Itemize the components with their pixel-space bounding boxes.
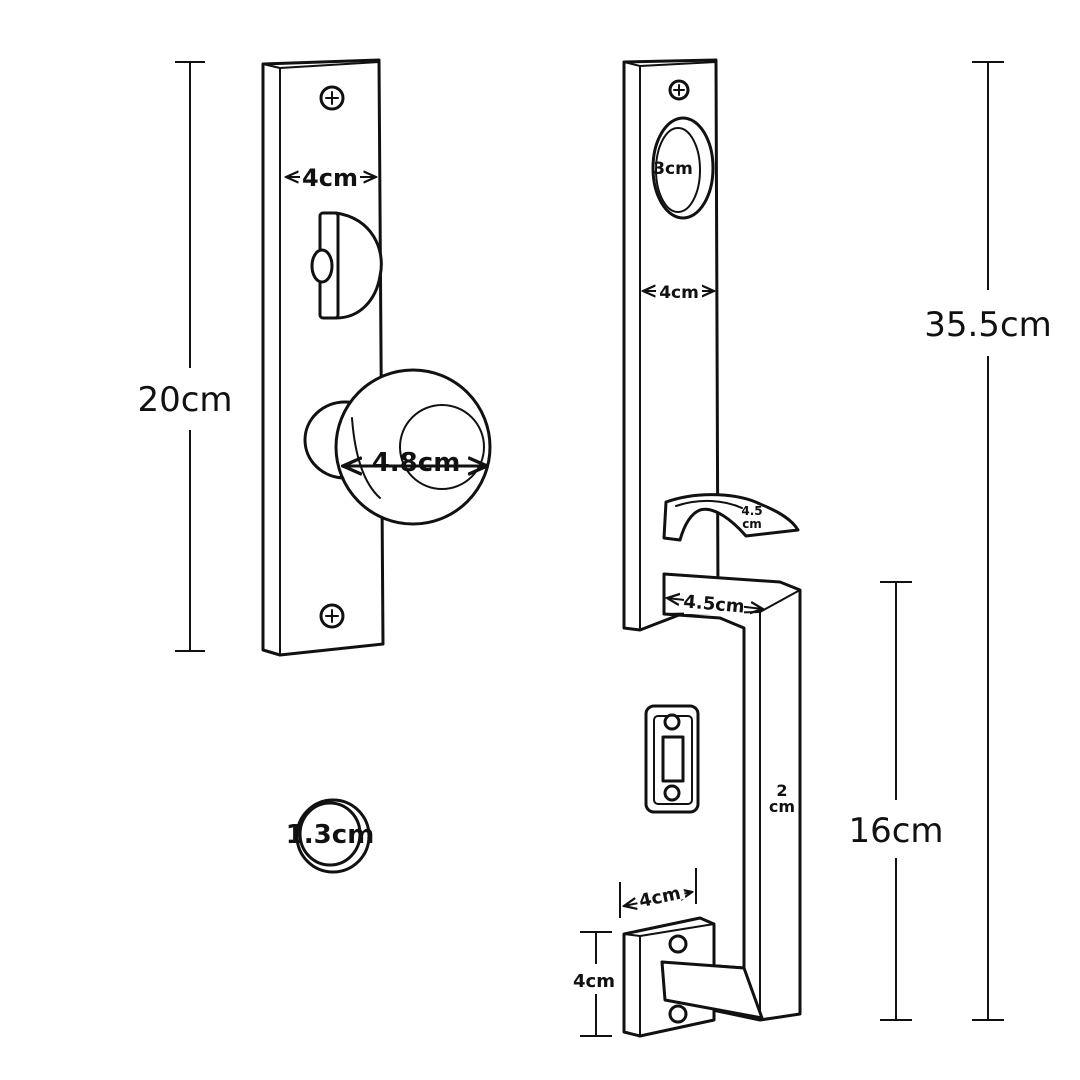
left-plate-height-dimension — [175, 61, 205, 652]
cylinder-label: 3cm — [653, 159, 693, 179]
grip-width-label-line2: cm — [769, 797, 795, 816]
total-height-dimension — [972, 61, 1004, 1021]
bottom-block-width-dimension — [619, 868, 697, 918]
small-rosette-icon — [295, 798, 371, 874]
grip-width-label-line1: 2 — [776, 781, 787, 800]
total-height-label: 35.5cm — [924, 305, 1052, 345]
right-top-screw-icon — [668, 79, 690, 101]
left-plate-height-label: 20cm — [137, 380, 232, 420]
knob-diameter-label: 4.8cm — [372, 448, 461, 478]
thumb-turn-icon — [310, 211, 383, 320]
bottom-mounting-block — [622, 916, 764, 1038]
bottom-screw-icon — [319, 603, 345, 629]
grip-height-dimension — [880, 581, 912, 1021]
thumb-lever-label-line1: 4.5 — [741, 504, 762, 518]
thumb-lever-label-line2: cm — [742, 517, 762, 531]
left-escutcheon-plate — [261, 58, 385, 657]
grip-top-dimension — [667, 592, 763, 614]
thumb-lever-icon — [662, 493, 800, 542]
left-plate-width-label: 4cm — [302, 164, 358, 192]
door-knob-icon — [303, 368, 492, 526]
right-plate-width-label: 4cm — [659, 283, 699, 303]
top-screw-icon — [319, 85, 345, 111]
grip-height-label: 16cm — [848, 811, 943, 851]
small-rosette-label: 1.3cm — [286, 820, 375, 850]
bottom-block-height-dimension — [580, 931, 612, 1037]
latch-strike-plate — [644, 704, 700, 814]
bottom-block-height-label: 4cm — [573, 971, 615, 992]
key-cylinder-icon — [651, 116, 715, 220]
right-plate-width-dimension — [643, 280, 714, 302]
left-plate-width-dimension — [286, 162, 376, 190]
